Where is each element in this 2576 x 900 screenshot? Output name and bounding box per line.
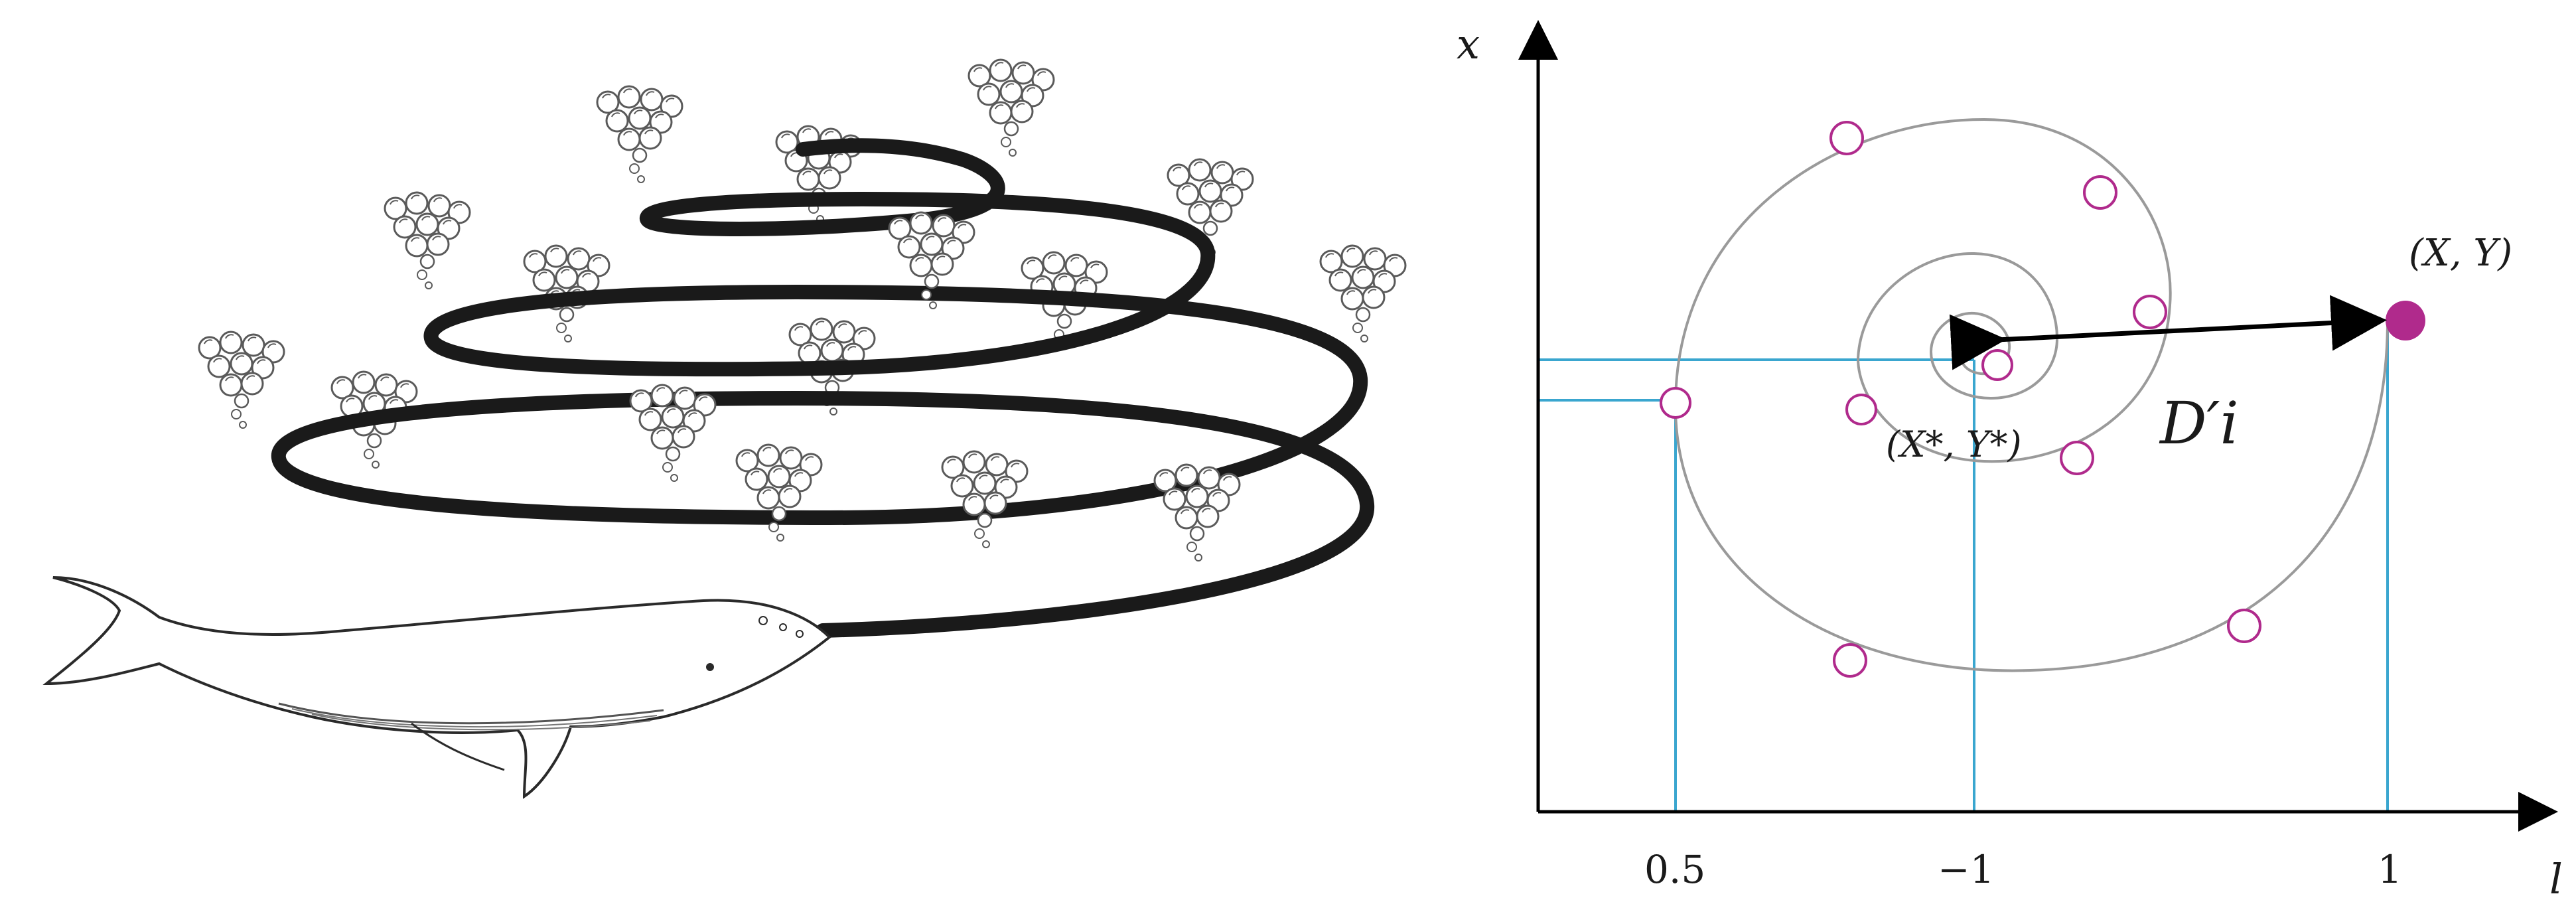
axes [1518,20,2558,832]
bubble-cluster-icon [199,332,284,428]
bubble-cluster-icon [385,192,470,289]
guide-lines [1538,321,2389,812]
sample-point [2060,441,2094,475]
log-spiral [1674,117,2389,672]
sample-point [1660,387,1691,419]
bubble-cluster-icon [1321,246,1405,342]
bubble-cluster-icon [1155,465,1240,561]
sample-point [1981,349,2013,381]
tick-label-1: 1 [2378,847,2402,892]
bubble-spiral-path [271,138,1375,638]
sample-point [2133,295,2167,329]
current-position-point [2386,301,2425,340]
bubble-cluster-icon [969,60,1054,156]
best-solution-point [1958,337,1973,353]
point-star-label: (X*, Y*) [1886,423,2022,465]
axis-x-label: x [1457,20,1480,68]
spiral-diagram: x l 0.5 −1 1 (X, Y) (X*, Y*) D′i [1457,20,2563,900]
bubble-cluster-icon [630,385,715,481]
axis-l-label: l [2549,855,2563,900]
whale-icon [42,576,831,799]
bubble-cluster-icon [942,451,1027,548]
sample-point [1833,643,1867,678]
tick-label-minus-1: −1 [1938,847,1995,892]
distance-label: D′i [2159,389,2239,457]
sample-point [2083,175,2117,210]
sample-point [2227,609,2261,643]
sample-point [1829,121,1864,155]
point-xy-label: (X, Y) [2409,232,2512,275]
bubble-cluster-icon [737,445,822,541]
distance-arrow [1949,295,2387,370]
tick-label-0-5: 0.5 [1644,847,1705,892]
bubble-net-illustration [42,60,1405,799]
sample-point [1845,394,1877,425]
bubble-cluster-icon [597,86,682,183]
